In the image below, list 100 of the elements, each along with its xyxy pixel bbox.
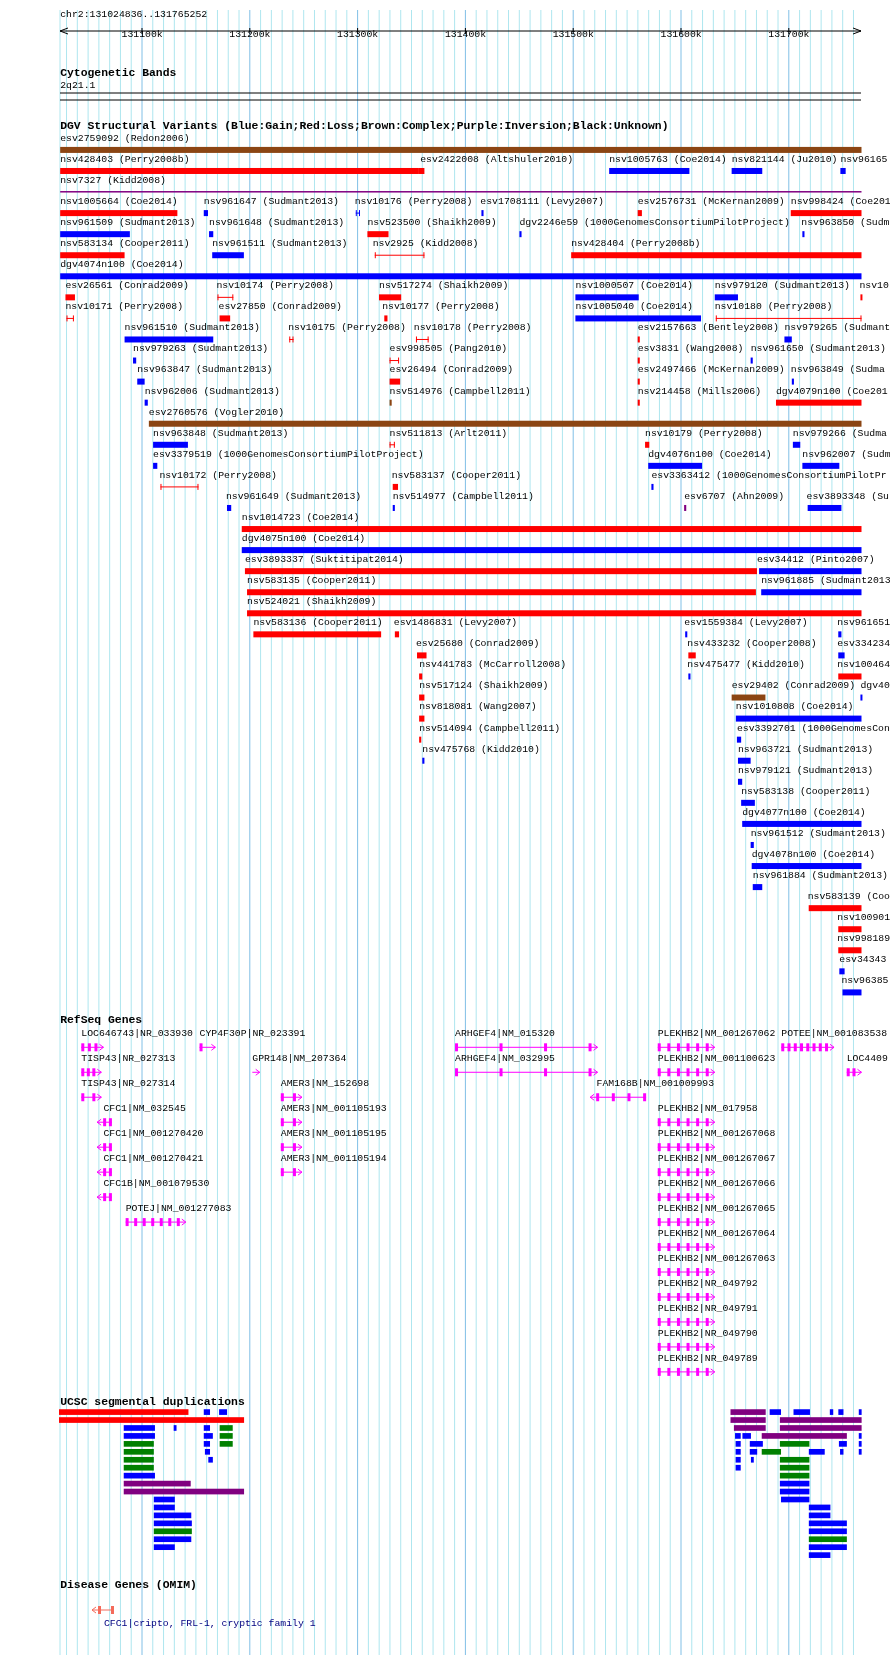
variant-label: nsv961885 (Sudmant2013 [761, 575, 890, 587]
gene-label: PLEKHB2|NR_049790 [657, 1327, 758, 1339]
variant-label: esv2497466 (McKernan2009) [637, 364, 785, 376]
variant-label: nsv96385 [841, 975, 889, 987]
gene-label: PLEKHB2|NM_001267067 [657, 1152, 776, 1164]
gene-label: POTEJ|NM_001277083 [125, 1202, 232, 1214]
variant-label: nsv821144 (Ju2010) [731, 153, 838, 165]
variant-label: nsv10174 (Perry2008) [216, 280, 334, 292]
variant-label: esv34412 (Pinto2007) [756, 554, 875, 566]
variant-label: nsv979120 (Sudmant2013) [714, 280, 850, 292]
variant-label: nsv961509 (Sudmant2013) [60, 217, 196, 229]
variant-label: dgv4078n100 (Coe2014) [751, 848, 876, 860]
gene-label: TISP43|NR_027313 [81, 1053, 176, 1065]
variant-label: nsv583139 (Coo [807, 891, 890, 903]
gene-label: CFC1|NM_001270421 [103, 1152, 204, 1164]
variant-label: nsv961884 (Sudmant2013) [752, 869, 888, 881]
gene-label: PLEKHB2|NM_001267068 [657, 1127, 776, 1139]
variant-label: nsv433232 (Cooper2008) [687, 638, 817, 650]
variant-label: nsv1010808 (Coe2014) [735, 701, 854, 713]
variant-label: nsv475768 (Kidd2010) [422, 743, 540, 755]
variant-label: nsv961647 (Sudmant2013) [203, 196, 339, 207]
variant-label: dgv40 [860, 680, 890, 692]
variant-label: nsv961651 [837, 617, 890, 629]
band-label: 2q21.1 [60, 80, 96, 91]
variant-label: esv2422008 (Altshuler2010) [420, 153, 574, 165]
variant-label: nsv961650 (Sudmant2013) [750, 343, 886, 355]
variant-label: esv2157663 (Bentley2008) [637, 322, 779, 334]
gene-label: PLEKHB2|NR_049791 [657, 1302, 758, 1314]
variant-label: nsv1000507 (Coe2014) [575, 280, 693, 292]
variant-label: dgv4074n100 (Coe2014) [60, 259, 184, 271]
variant-label: nsv962006 (Sudmant2013) [144, 385, 280, 397]
gene-label: ARHGEF4|NM_015320 [455, 1028, 555, 1040]
variant-label: nsv1005763 (Coe2014) [609, 153, 727, 165]
variant-label: nsv96165 [840, 153, 888, 165]
variant-label: esv29402 (Conrad2009) [731, 680, 856, 692]
variant-label: nsv428404 (Perry2008b) [571, 238, 701, 250]
variant-label: nsv7327 (Kidd2008) [60, 174, 166, 186]
variant-label: nsv979121 (Sudmant2013) [737, 764, 874, 776]
gene-label: PLEKHB2|NR_049792 [657, 1277, 758, 1289]
variant-label: nsv517274 (Shaikh2009) [379, 280, 509, 292]
variant-label: nsv583134 (Cooper2011) [60, 238, 190, 250]
variant-label: nsv100901 [837, 912, 890, 924]
track-title: Cytogenetic Bands [60, 67, 177, 81]
gene-label: AMER3|NM_001105194 [280, 1152, 387, 1164]
gene-label: PLEKHB2|NM_001267065 [657, 1202, 776, 1214]
variant-label: nsv961512 (Sudmant2013) [750, 827, 886, 839]
variant-label: nsv1014723 (Coe2014) [241, 511, 360, 523]
variant-label: esv34343 [839, 954, 887, 966]
gene-label: ARHGEF4|NM_032995 [455, 1053, 555, 1065]
variant-label: nsv514977 (Campbell2011) [392, 490, 534, 502]
variant-label: esv26561 (Conrad2009) [65, 280, 189, 292]
gene-label: PLEKHB2|NR_049789 [657, 1352, 758, 1364]
gene-label: CFC1|NM_001270420 [103, 1127, 204, 1139]
variant-label: nsv514094 (Campbell2011) [419, 722, 561, 734]
variant-label: nsv818081 (Wang2007) [419, 701, 537, 713]
gene-label: PLEKHB2|NM_001267063 [657, 1252, 776, 1264]
gene-label: AMER3|NM_001105193 [280, 1103, 387, 1114]
gene-label: PLEKHB2|NM_017958 [657, 1103, 758, 1114]
variant-label: esv3363412 (1000GenomesConsortiumPilotPr [651, 469, 887, 481]
gene-label: LOC4409 [846, 1053, 888, 1065]
variant-label: nsv583138 (Cooper2011) [741, 785, 871, 797]
variant-label: dgv4075n100 (Coe2014) [241, 533, 366, 544]
variant-label: nsv979265 (Sudmant [784, 322, 890, 334]
gene-label: FAM168B|NM_001009993 [596, 1078, 715, 1089]
gene-label: POTEE|NM_001083538 [781, 1028, 888, 1040]
variant-label: nsv583137 (Cooper2011) [391, 469, 521, 481]
scale-label: 131200k [229, 29, 271, 41]
variant-label: dgv4079n100 (Coe201 [775, 385, 888, 397]
gene-label: AMER3|NM_001105195 [280, 1127, 387, 1139]
variant-label: nsv979266 (Sudma [792, 427, 887, 439]
variant-label: nsv963850 (Sudm [801, 217, 890, 229]
scale-label: 131300k [337, 29, 379, 41]
variant-label: esv334234 [837, 638, 890, 650]
track-title: Disease Genes (OMIM) [60, 1579, 197, 1593]
variant-label: nsv583135 (Cooper2011) [247, 575, 377, 587]
variant-label: nsv963848 (Sudmant2013) [153, 427, 289, 439]
gene-label: PLEKHB2|NM_001267066 [657, 1177, 776, 1189]
variant-label: nsv517124 (Shaikh2009) [419, 680, 549, 692]
scale-label: 131600k [660, 29, 702, 41]
variant-label: esv3893348 (Su [806, 490, 889, 502]
variant-label: nsv10175 (Perry2008) [288, 322, 406, 334]
variant-label: nsv10172 (Perry2008) [159, 469, 277, 481]
scale-label: 131400k [444, 29, 487, 41]
variant-label: nsv961648 (Sudmant2013) [209, 217, 345, 229]
variant-label: nsv961511 (Sudmant2013) [212, 238, 348, 250]
variant-label: nsv514976 (Campbell2011) [389, 385, 531, 397]
gene-label: PLEKHB2|NM_001100623 [657, 1053, 776, 1065]
variant-label: nsv963849 (Sudma [790, 364, 885, 376]
variant-label: esv26494 (Conrad2009) [389, 364, 514, 376]
variant-label: nsv10180 (Perry2008) [714, 301, 833, 313]
variant-label: esv1708111 (Levy2007) [480, 196, 604, 207]
track-title: UCSC segmental duplications [60, 1395, 245, 1409]
variant-label: nsv963847 (Sudmant2013) [137, 364, 273, 376]
variant-label: nsv998424 (Coe201 [790, 196, 890, 207]
variant-label: nsv10177 (Perry2008) [382, 301, 500, 313]
variant-label: nsv10171 (Perry2008) [65, 301, 184, 313]
track-title: RefSeq Genes [60, 1014, 143, 1028]
variant-label: nsv963721 (Sudmant2013) [737, 743, 874, 755]
variant-label: esv2759092 (Redon2006) [60, 132, 190, 144]
variant-label: nsv583136 (Cooper2011) [253, 617, 383, 629]
